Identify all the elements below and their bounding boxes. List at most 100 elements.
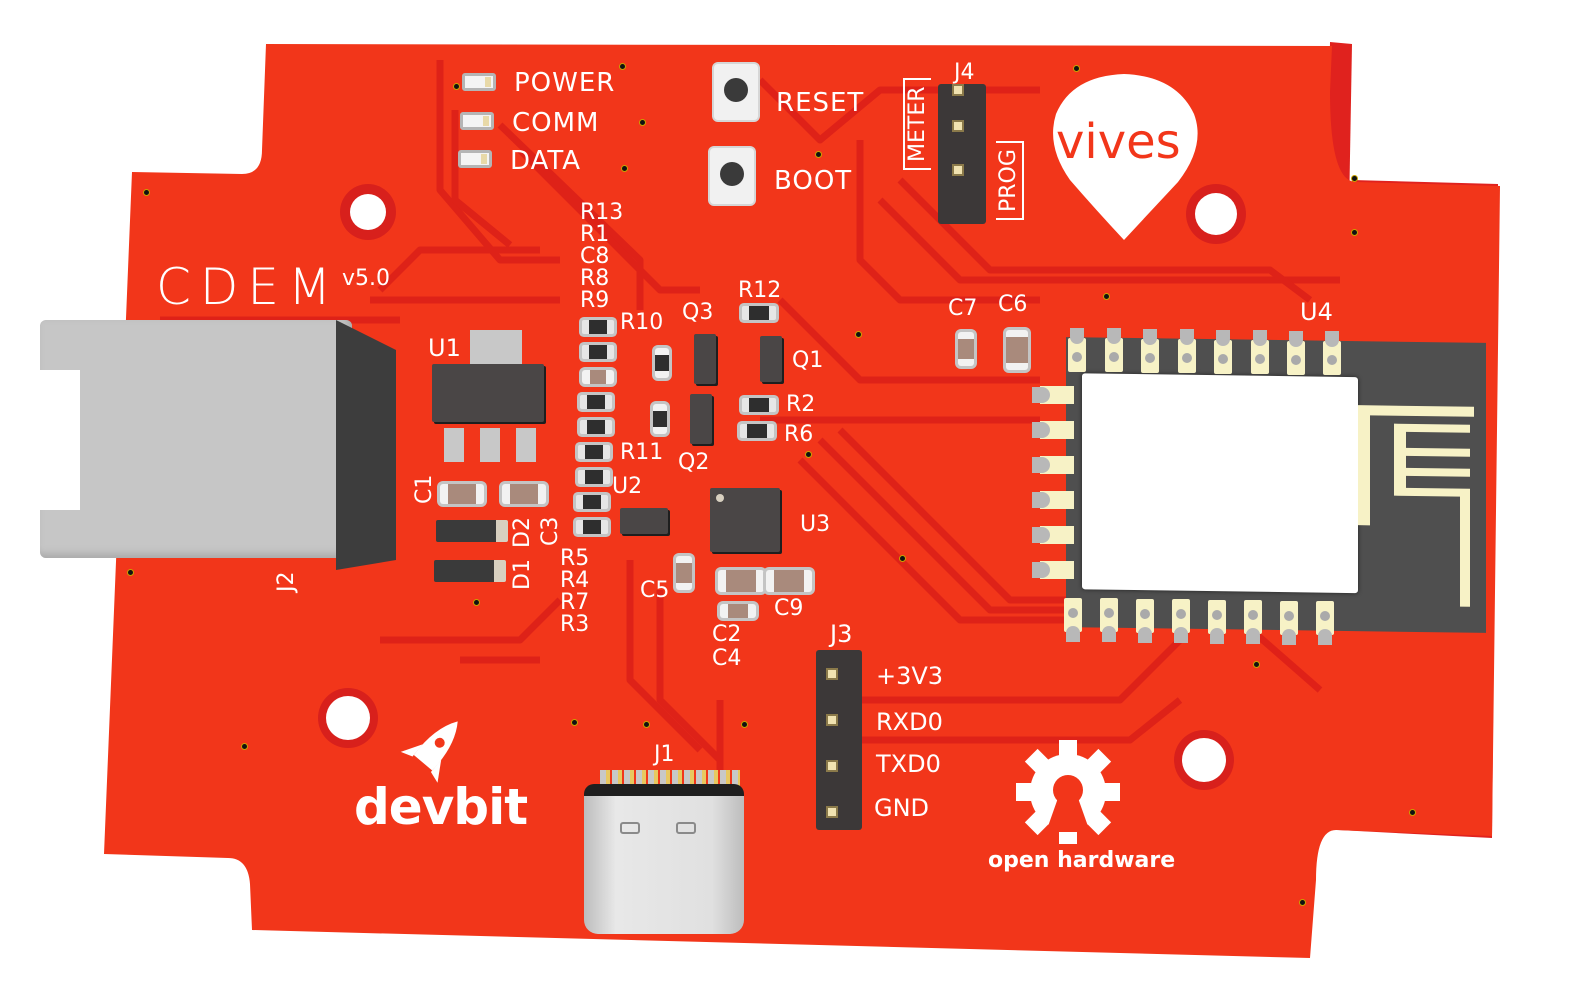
via	[1410, 810, 1415, 815]
via	[1352, 176, 1357, 181]
module-pad	[1244, 600, 1262, 634]
module-pad	[1105, 328, 1123, 372]
capacitor-c3	[502, 484, 546, 504]
header-j3[interactable]	[816, 650, 862, 830]
j2-ref: J2	[274, 571, 299, 593]
module-pad	[1280, 601, 1298, 635]
q3-ref: Q3	[682, 300, 714, 325]
module-pad	[1172, 599, 1190, 633]
j4-ref: J4	[954, 60, 975, 85]
q2-ref: Q2	[678, 450, 710, 475]
c3-ref: C3	[538, 516, 563, 546]
r12-ref: R12	[738, 278, 782, 303]
c9-ref: C9	[774, 596, 804, 621]
resistor-r10	[655, 348, 669, 378]
capacitor-c7	[958, 332, 974, 366]
pin-rxd0	[826, 714, 838, 726]
module-pad	[1323, 331, 1341, 375]
via	[644, 722, 649, 727]
module-pad	[1032, 491, 1074, 509]
board-version: v5.0	[342, 266, 391, 291]
u1-tab	[470, 330, 522, 364]
module-pad	[1100, 598, 1118, 632]
diode-d1	[434, 560, 506, 582]
module-pad	[1178, 329, 1196, 373]
via	[242, 744, 247, 749]
j3-pin-label: +3V3	[876, 662, 944, 690]
pin	[952, 84, 964, 96]
led-label-data: DATA	[510, 146, 581, 176]
resistor	[576, 495, 608, 509]
resistor	[582, 320, 614, 334]
resistor	[580, 395, 612, 409]
r10-ref: R10	[620, 310, 664, 335]
via	[622, 166, 627, 171]
connector-j2	[40, 320, 352, 558]
c7-ref: C7	[948, 296, 978, 321]
rf-shield	[1082, 373, 1358, 594]
led-label-comm: COMM	[512, 108, 600, 138]
pcb-antenna	[1358, 405, 1474, 607]
c1-ref: C1	[412, 474, 437, 504]
u2-ref: U2	[612, 474, 643, 499]
usb-pads	[600, 770, 740, 786]
c4-ref: C4	[712, 646, 742, 671]
pin-txd0	[826, 760, 838, 772]
jumper-j4[interactable]	[938, 84, 986, 224]
r1-ref: R1	[580, 222, 610, 247]
c6-ref: C6	[998, 292, 1028, 317]
via	[1104, 294, 1109, 299]
u1-ref: U1	[428, 334, 461, 362]
regulator-u1	[432, 364, 544, 422]
pad	[480, 428, 500, 462]
devbit-logo: devbit	[354, 778, 528, 836]
ic-u2	[620, 508, 668, 534]
led-comm	[460, 112, 494, 130]
usb-slot	[620, 822, 640, 834]
d2-ref: D2	[510, 517, 535, 548]
module-pad	[1032, 456, 1074, 474]
module-pad	[1032, 386, 1074, 404]
meter-label: METER	[903, 78, 931, 170]
capacitor	[718, 570, 764, 592]
transistor-q2	[690, 394, 712, 444]
via	[128, 570, 133, 575]
module-pad	[1287, 331, 1305, 375]
module-pad	[1141, 329, 1159, 373]
rocket-icon	[396, 716, 397, 717]
transistor-q1	[760, 336, 782, 382]
r11-ref: R11	[620, 440, 664, 465]
usb-c-connector-j1[interactable]	[584, 784, 744, 934]
capacitor-c9	[766, 570, 812, 592]
usb-slot	[676, 822, 696, 834]
module-pad	[1136, 599, 1154, 633]
pin-gnd	[826, 806, 838, 818]
via	[1254, 662, 1259, 667]
via	[1074, 66, 1079, 71]
resistor-r12	[742, 306, 776, 320]
board-title: CDEM	[156, 258, 341, 316]
module-pad	[1032, 561, 1074, 579]
transistor-q3	[694, 334, 716, 384]
resistor	[578, 445, 610, 459]
vives-logo: vives	[1056, 114, 1181, 170]
resistor	[576, 520, 608, 534]
resistor-r6	[740, 424, 774, 438]
capacitor-c8	[582, 370, 614, 384]
module-pad	[1316, 601, 1334, 635]
capacitor-c2	[720, 604, 756, 618]
prog-label: PROG	[996, 141, 1024, 220]
via	[1300, 900, 1305, 905]
diode-d2	[436, 520, 508, 542]
r3-ref: R3	[560, 612, 590, 637]
boot-button[interactable]	[710, 148, 754, 204]
r8-ref: R8	[580, 266, 610, 291]
reset-button[interactable]	[714, 64, 758, 120]
led-label-power: POWER	[514, 68, 616, 98]
resistor	[582, 345, 614, 359]
capacitor-c5	[676, 556, 692, 590]
via	[816, 152, 821, 157]
via	[742, 722, 747, 727]
r7-ref: R7	[560, 590, 590, 615]
